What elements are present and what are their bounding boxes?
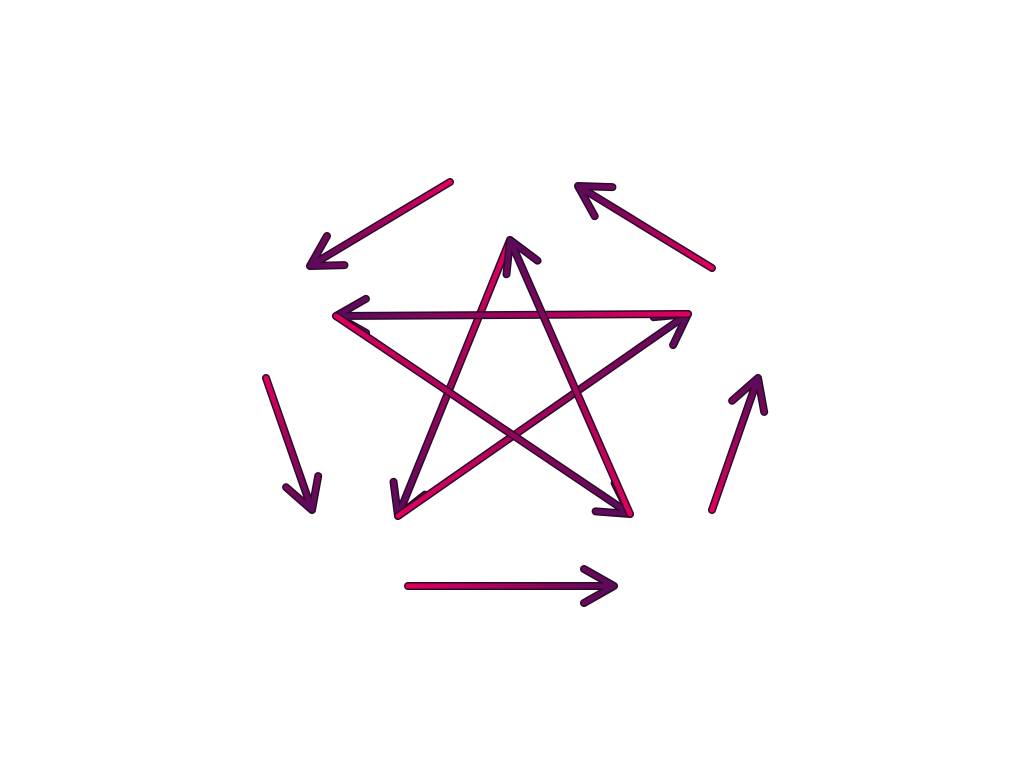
outer-arrow-1 <box>306 178 454 270</box>
star-arrow-5 <box>502 236 634 518</box>
star-arrow-3 <box>332 294 692 337</box>
outer-arrow-2 <box>262 374 323 514</box>
outer-arrow-1-stroke <box>307 179 453 269</box>
outer-arrow-2-stroke <box>263 375 321 513</box>
star-arrows-group <box>332 236 692 520</box>
outer-arrow-3 <box>404 565 618 607</box>
outer-arrow-5 <box>574 182 716 272</box>
star-arrow-3-stroke <box>333 296 691 336</box>
outer-arrows-group <box>262 178 769 607</box>
outer-arrow-4 <box>708 374 769 514</box>
outer-arrow-4-stroke <box>709 375 767 513</box>
outer-arrow-3-stroke <box>405 566 617 606</box>
outer-arrow-5-stroke <box>575 183 715 271</box>
star-arrow-5-stroke <box>503 237 633 517</box>
